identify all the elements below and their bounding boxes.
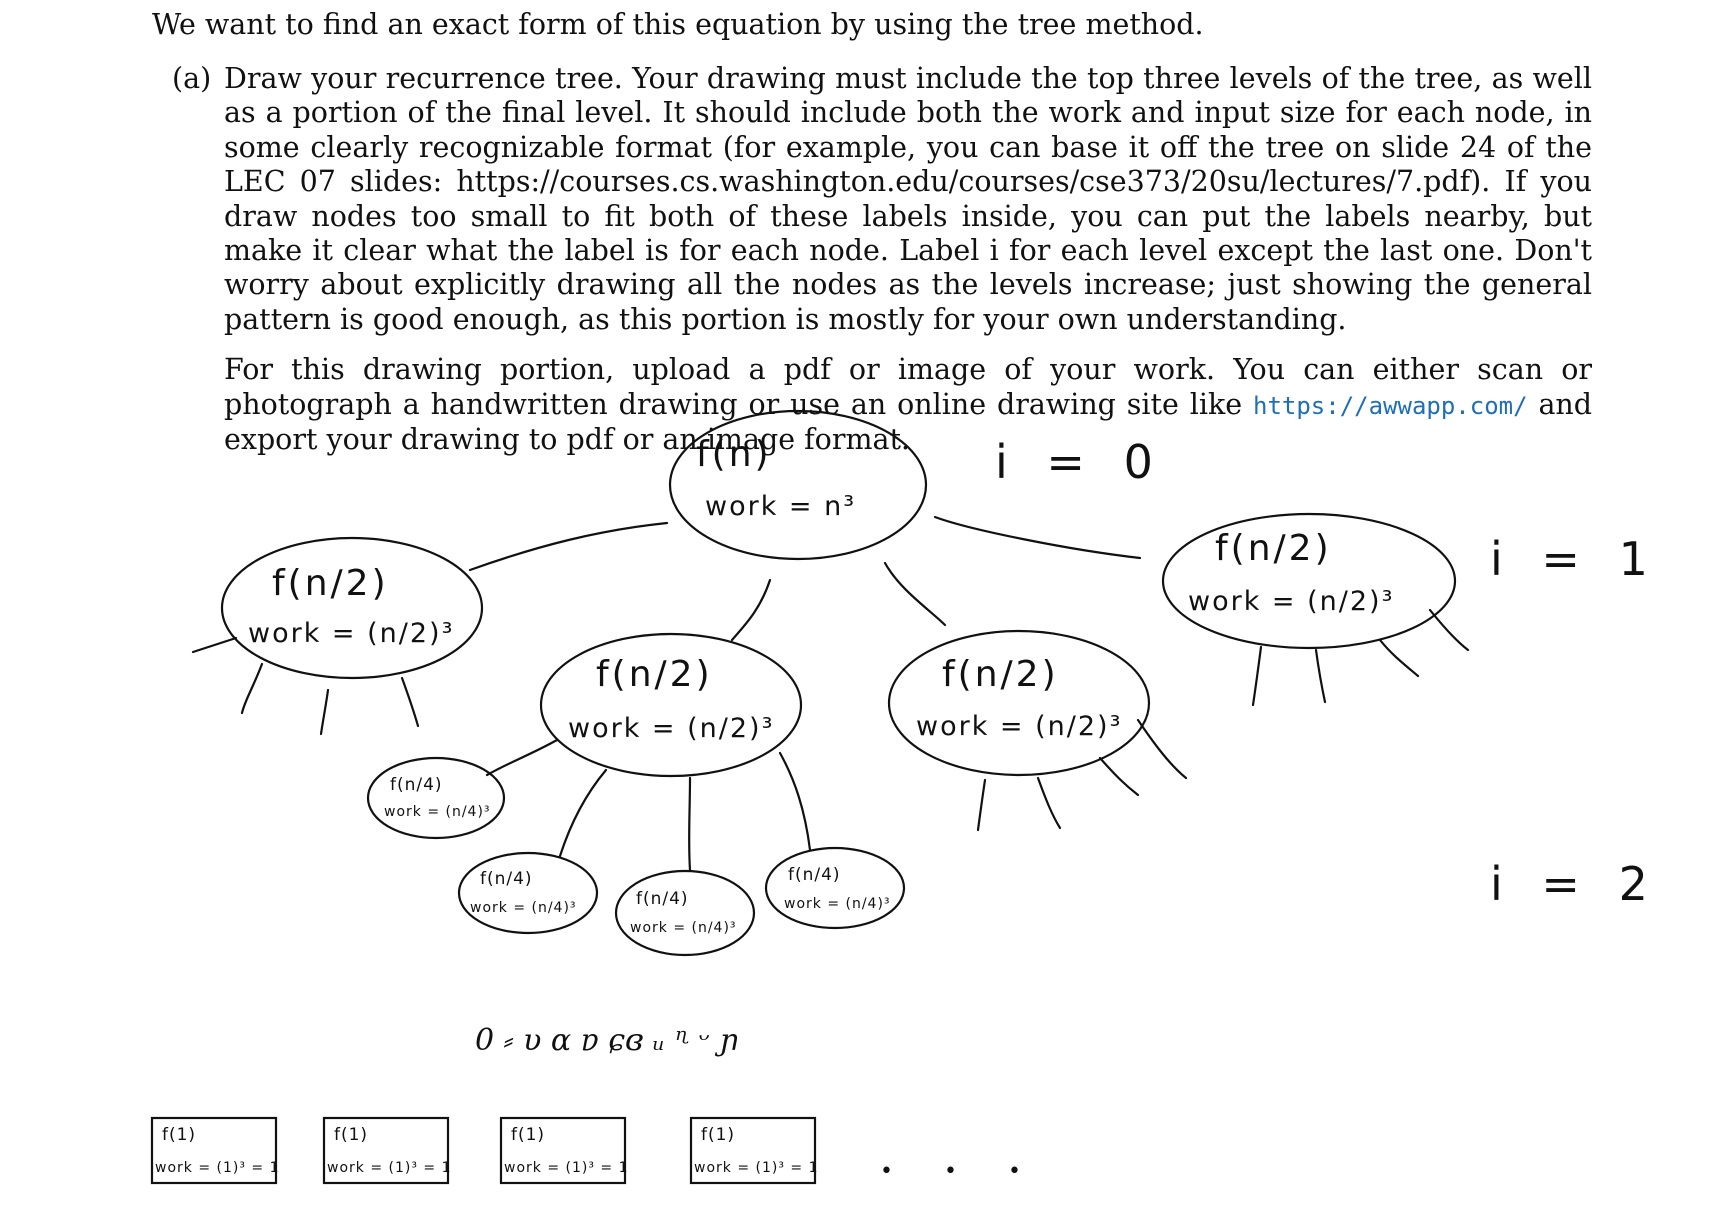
root-fn-label: f(n) (696, 434, 772, 475)
edge-root-to-left (468, 521, 669, 572)
stub-l1n4-d (1428, 608, 1470, 652)
edge-l1n2-to-l2n1 (485, 738, 559, 777)
level-label-i2: i = 2 (1490, 857, 1660, 911)
level2-node-1-work: work = (n/4)³ (384, 804, 491, 820)
level1-node-3-work: work = (n/2)³ (916, 711, 1122, 742)
stub-l1n1-a (191, 636, 238, 654)
leaf-node-4-fn: f(1) (701, 1125, 735, 1145)
level2-node-3 (614, 869, 756, 957)
level2-node-1 (366, 756, 506, 840)
leaf-node-4-work: work = (1)³ = 1 (694, 1160, 819, 1176)
leaf-ellipsis: • • • (880, 1159, 1043, 1184)
stub-l1n4-a (1251, 645, 1263, 707)
level1-node-2-fn: f(n/2) (596, 654, 713, 695)
level2-node-2-fn: f(n/4) (480, 869, 533, 889)
instructions-paragraph-1: Draw your recurrence tree. Your drawing … (224, 62, 1592, 336)
part-a: (a) Draw your recurrence tree. Your draw… (172, 62, 1592, 473)
edge-l1n2-to-l2n2 (558, 768, 608, 858)
leaf-node-1-work: work = (1)³ = 1 (155, 1160, 280, 1176)
level2-node-2-work: work = (n/4)³ (470, 900, 577, 916)
leaf-node-2-work: work = (1)³ = 1 (327, 1160, 452, 1176)
part-label: (a) (172, 62, 212, 95)
edge-root-to-mid-left (730, 578, 772, 642)
leaf-node-2 (322, 1116, 450, 1185)
part-a-body: Draw your recurrence tree. Your drawing … (224, 62, 1592, 457)
leaf-node-4 (689, 1116, 817, 1185)
level2-node-4-fn: f(n/4) (788, 865, 841, 885)
level2-node-2 (457, 851, 599, 935)
leaf-node-1 (150, 1116, 278, 1185)
level1-node-1-work: work = (n/2)³ (248, 618, 454, 649)
level2-node-3-fn: f(n/4) (636, 889, 689, 909)
leaf-node-3 (499, 1116, 627, 1185)
level1-node-4-work: work = (n/2)³ (1188, 586, 1394, 617)
stub-l1n3-d (1136, 718, 1188, 780)
intro-text: We want to find an exact form of this eq… (152, 8, 1204, 42)
level-label-i1: i = 1 (1490, 532, 1660, 586)
awwapp-link[interactable]: https://awwapp.com/ (1253, 391, 1528, 420)
level1-node-2-work: work = (n/2)³ (568, 713, 774, 744)
level1-node-1-fn: f(n/2) (272, 563, 389, 604)
stub-l1n3-c (1098, 756, 1140, 797)
level1-node-4 (1161, 512, 1457, 650)
paragraph-2-before-link: For this drawing portion, upload a pdf o… (224, 353, 1592, 421)
edge-root-to-right (933, 515, 1142, 560)
stub-l1n1-b (240, 662, 264, 715)
leaf-node-2-fn: f(1) (334, 1125, 368, 1145)
edge-l1n2-to-l2n4 (778, 751, 812, 852)
instructions-paragraph-2: For this drawing portion, upload a pdf o… (224, 353, 1592, 457)
stub-l1n3-b (1036, 776, 1062, 830)
root-work-label: work = n³ (705, 491, 856, 522)
level2-node-4-work: work = (n/4)³ (784, 896, 891, 912)
level1-node-3-fn: f(n/2) (942, 654, 1059, 695)
level2-node-1-fn: f(n/4) (390, 775, 443, 795)
level1-node-3 (887, 629, 1151, 777)
leaf-node-1-fn: f(1) (162, 1125, 196, 1145)
leaf-node-3-work: work = (1)³ = 1 (504, 1160, 629, 1176)
level1-node-2 (539, 632, 803, 778)
leaf-node-3-fn: f(1) (511, 1125, 545, 1145)
stub-l1n3-a (976, 778, 987, 832)
stub-l1n4-b (1314, 648, 1327, 704)
level-label-i0: i = 0 (995, 435, 1165, 489)
stub-l1n4-c (1378, 638, 1420, 678)
intro-sentence: We want to find an exact form of this eq… (152, 8, 1204, 41)
level1-node-1 (220, 536, 484, 680)
continuation-marks: 0 ⸗ υ ɑ ɐ ɕɞ ᵤ ᶯ ᵕ ɲ (475, 1023, 739, 1058)
stub-l1n1-d (400, 676, 420, 728)
edge-root-to-mid-right (883, 561, 947, 627)
edge-l1n2-to-l2n3 (688, 776, 692, 872)
level2-node-3-work: work = (n/4)³ (630, 920, 737, 936)
paragraph-2-after-link: and export your drawing to pdf or an ima… (224, 387, 1593, 457)
stub-l1n1-c (319, 688, 330, 736)
root-node (668, 409, 928, 561)
level1-node-4-fn: f(n/2) (1215, 528, 1332, 569)
level2-node-4 (764, 846, 906, 930)
